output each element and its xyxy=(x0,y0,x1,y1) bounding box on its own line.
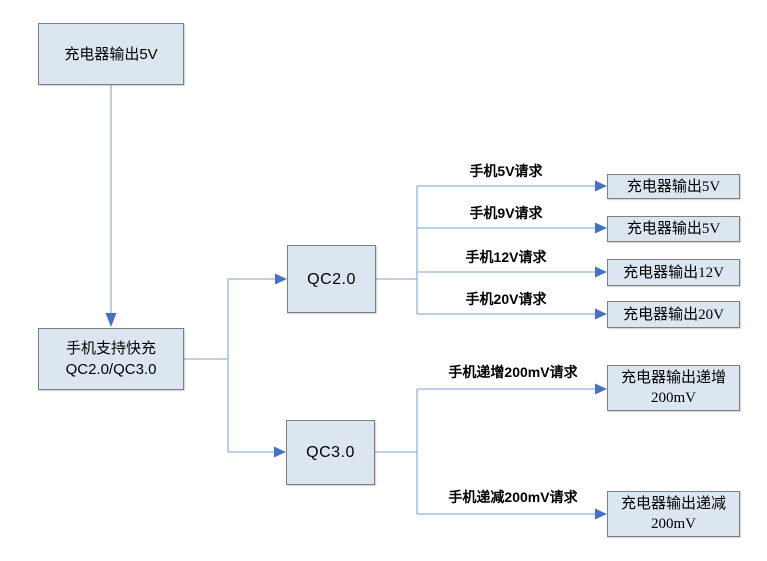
node-qc20: QC2.0 xyxy=(287,245,376,313)
node-output-for-9v-request: 充电器输出5V xyxy=(607,216,740,242)
node-output-step-up: 充电器输出递增 200mV xyxy=(607,365,740,411)
node-charger-output-5v-start: 充电器输出5V xyxy=(38,23,184,85)
arrowhead-right-icon xyxy=(595,508,607,520)
node-label: 充电器输出5V xyxy=(626,178,721,195)
arrowhead-right-icon xyxy=(595,383,607,395)
edge-qc30-fanout xyxy=(375,383,607,520)
arrowhead-right-icon xyxy=(595,222,607,234)
edge-label-request-20v: 手机20V请求 xyxy=(465,291,547,307)
node-label: 充电器输出5V xyxy=(64,45,158,63)
arrowhead-right-icon xyxy=(274,446,286,458)
edge-phone-to-split xyxy=(184,279,229,452)
node-label-line2: 200mV xyxy=(651,516,696,532)
edge-split-to-qc20 xyxy=(228,273,287,285)
node-label: QC2.0 xyxy=(307,270,356,288)
edge-label-request-12v: 手机12V请求 xyxy=(465,249,547,265)
node-label: QC3.0 xyxy=(306,444,355,461)
edge-label-request-9v: 手机9V请求 xyxy=(469,205,543,221)
node-label: 充电器输出20V xyxy=(623,306,724,323)
edge-start-to-phone xyxy=(105,85,117,327)
arrowhead-right-icon xyxy=(595,180,607,192)
edge-split-to-qc30 xyxy=(228,446,286,458)
node-output-for-20v-request: 充电器输出20V xyxy=(607,301,740,328)
node-output-for-5v-request: 充电器输出5V xyxy=(607,174,740,199)
node-qc30: QC3.0 xyxy=(286,420,375,485)
arrowhead-down-icon xyxy=(105,313,117,327)
node-label: 充电器输出12V xyxy=(623,264,724,281)
node-label-line2: 200mV xyxy=(651,390,696,406)
node-label: 充电器输出5V xyxy=(626,221,721,237)
node-label-line1: 充电器输出递增 xyxy=(620,370,726,386)
edge-label-request-step-up: 手机递增200mV请求 xyxy=(448,364,578,380)
arrowhead-right-icon xyxy=(595,308,607,320)
arrowhead-right-icon xyxy=(595,266,607,278)
edge-label-request-5v: 手机5V请求 xyxy=(469,163,543,179)
node-phone-supports-qc: 手机支持快充 QC2.0/QC3.0 xyxy=(38,328,184,390)
node-label-line2: QC2.0/QC3.0 xyxy=(65,361,157,378)
arrowhead-right-icon xyxy=(275,273,287,285)
node-output-step-down: 充电器输出递减 200mV xyxy=(607,491,740,537)
node-label-line1: 充电器输出递减 xyxy=(620,496,726,512)
edge-qc20-fanout xyxy=(376,180,607,320)
node-label-line1: 手机支持快充 xyxy=(65,340,156,357)
node-output-for-12v-request: 充电器输出12V xyxy=(607,259,740,286)
edge-label-request-step-down: 手机递减200mV请求 xyxy=(448,489,578,505)
